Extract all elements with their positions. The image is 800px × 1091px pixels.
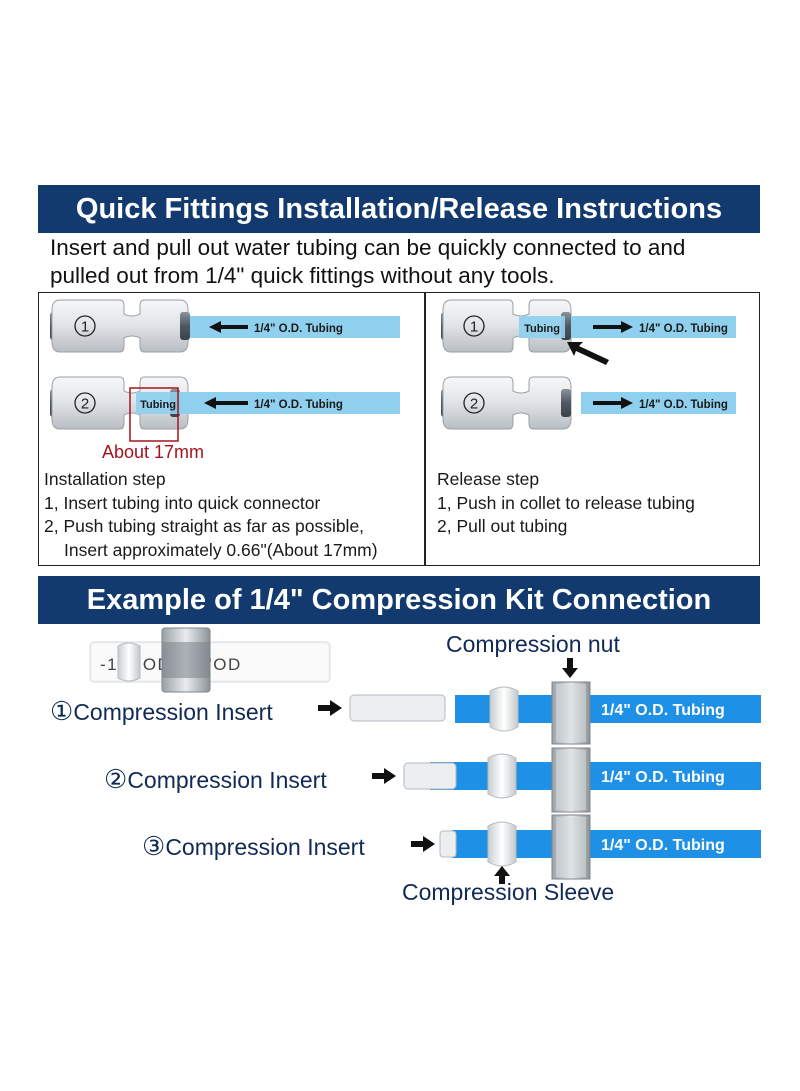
release-fitting-2 [441,376,572,430]
quick-fitting-1 [50,299,190,353]
number-1-badge: 1 [74,315,96,337]
release-inserted-tubing [519,316,565,338]
pull-arrow-2-icon [593,397,633,409]
inserted-tubing [136,392,180,414]
fig2-inserted-label: Tubing [140,399,176,411]
fig2-tubing-label: 1/4" O.D. Tubing [254,399,343,411]
compression-nut-label: Compression nut [446,631,620,657]
row-1-tubing-label: 1/4" O.D. Tubing [601,702,725,719]
compression-diagram: -1/4"OD 1/4"OD 1/4" O.D. Tubing 1/4" O.D… [89,627,761,884]
row-1-arrow-icon [318,700,342,716]
sleeve-arrow-icon [494,866,510,884]
row-3-insert [439,830,457,858]
release-fig2-tubing-label: 1/4" O.D. Tubing [639,399,728,411]
tubing-1 [190,316,400,338]
row-3-assembly: 1/4" O.D. Tubing [411,814,761,880]
release-number-1-badge: 1 [463,315,485,337]
row-2-assembly: 1/4" O.D. Tubing [372,747,761,813]
pull-arrow-1-icon [593,321,633,333]
release-tubing-1 [571,316,736,338]
row-1-sleeve [489,686,519,732]
insert-arrow-1-icon [209,321,248,333]
svg-text:1: 1 [81,319,89,336]
installation-step-2: 2, Push tubing straight as far as possib… [44,516,365,536]
row-1-number: ① [50,696,74,726]
compression-kit-photo: -1/4"OD 1/4"OD [89,627,331,693]
release-fig1-tubing-label: 1/4" O.D. Tubing [639,323,728,335]
row-3-arrow-icon [411,836,435,852]
row-2-number: ② [104,764,128,794]
release-fitting-1 [441,299,572,353]
row-1-assembly: 1/4" O.D. Tubing [318,681,761,745]
release-step-2: 2, Pull out tubing [437,516,568,536]
row-3-tubing-label: 1/4" O.D. Tubing [601,837,725,854]
intro-text: Insert and pull out water tubing can be … [50,234,770,290]
number-2-badge: 2 [74,392,96,414]
release-tubing-2 [581,392,736,414]
release-panel [425,292,760,566]
installation-step-1: 1, Insert tubing into quick connector [44,492,321,513]
row-2-insert [403,762,457,790]
installation-panel [38,292,425,566]
row-2-sleeve [487,753,517,799]
svg-text:2: 2 [81,396,89,413]
installation-title: Quick Fittings Installation/Release Inst… [75,193,723,225]
installation-diagram: 1 1/4" O.D. Tubing Tubing 2 1/4" O.D. Tu… [50,299,400,442]
row-1-label: Compression Insert [73,699,273,725]
depth-bracket [129,387,179,442]
insert-arrow-2-icon [204,397,248,409]
release-number-2-badge: 2 [463,392,485,414]
compression-title: Example of 1/4" Compression Kit Connecti… [86,584,712,616]
depth-label: About 17mm [102,442,205,462]
row-2-arrow-icon [372,768,396,784]
release-diagram: Tubing 1 1/4" O.D. Tubing 2 1/4" O.D. Tu… [441,299,736,430]
row-3-number: ③ [142,831,166,861]
row-2-tubing-label: 1/4" O.D. Tubing [601,769,725,786]
tubing-2 [180,392,400,414]
row-2-label: Compression Insert [127,767,327,793]
nut-arrow-icon [562,658,578,678]
installation-steps: Installation step 1, Insert tubing into … [44,468,378,562]
compression-sleeve-label: Compression Sleeve [402,879,615,905]
svg-text:1: 1 [470,319,478,336]
release-heading: Release step [437,469,540,489]
push-collet-arrow-icon [567,342,609,365]
row-1-insert [349,694,446,722]
row-3-caption: ③Compression Insert [142,831,365,862]
release-step-1: 1, Push in collet to release tubing [437,492,695,513]
row-3-sleeve [487,821,517,867]
row-3-label: Compression Insert [165,834,365,860]
release-steps: Release step 1, Push in collet to releas… [437,468,695,539]
installation-step-2-detail: Insert approximately 0.66"(About 17mm) [64,539,378,560]
row-2-tubing [430,762,761,790]
intro-line-2: pulled out from 1/4" quick fittings with… [50,263,555,288]
installation-banner: Quick Fittings Installation/Release Inst… [38,185,760,233]
row-1-caption: ①Compression Insert [50,696,273,727]
fig1-tubing-label: 1/4" O.D. Tubing [254,323,343,335]
row-2-caption: ②Compression Insert [104,764,327,795]
installation-heading: Installation step [44,469,166,489]
compression-banner: Example of 1/4" Compression Kit Connecti… [38,576,760,624]
svg-text:2: 2 [470,396,478,413]
release-inserted-label: Tubing [524,323,560,335]
intro-line-1: Insert and pull out water tubing can be … [50,235,686,260]
